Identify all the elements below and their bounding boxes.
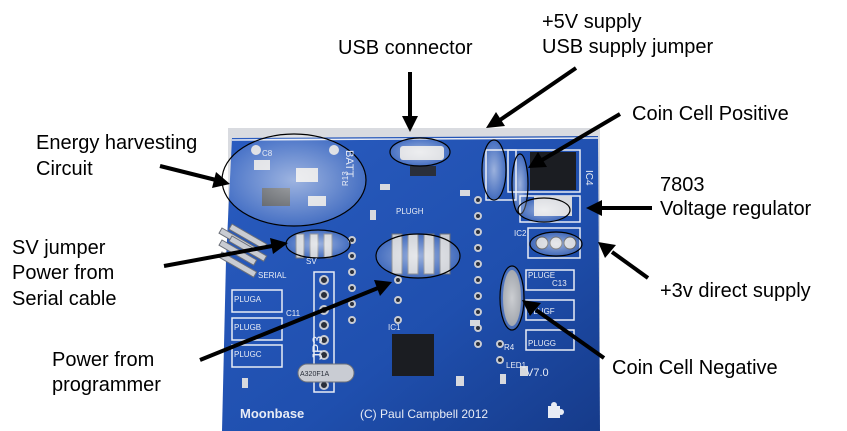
- sv-jumper-highlight: [285, 229, 351, 259]
- silk-crystal: A320F1A: [300, 371, 330, 378]
- highlight-ellipses: [221, 133, 583, 331]
- label-coin-negative: Coin Cell Negative: [612, 357, 778, 379]
- arrow-coin-negative: [522, 300, 606, 360]
- silkscreen-text: PLUGH SERIAL SV PLUGA PLUGB PLUGC PLUGE …: [234, 149, 594, 421]
- usb-jumper-highlight: [481, 139, 507, 201]
- crystal: [297, 363, 355, 383]
- label-coin-positive: Coin Cell Positive: [632, 103, 789, 125]
- silk-ic1: IC1: [388, 323, 401, 332]
- arrow-usb-connector: [402, 72, 418, 132]
- label-regulator-line1: 7803: [660, 174, 705, 196]
- regulator-highlight: [517, 197, 571, 223]
- silk-serial: SERIAL: [258, 271, 287, 280]
- arrow-sv-jumper: [163, 238, 288, 268]
- silk-plugb: PLUGB: [234, 323, 261, 332]
- silk-c8: C8: [262, 149, 273, 158]
- smd-parts: [242, 184, 528, 388]
- silk-ic4: IC4: [583, 170, 594, 186]
- label-energy-line1: Energy harvesting: [36, 132, 198, 154]
- label-supply-line2: USB supply jumper: [542, 36, 714, 58]
- arrow-programmer: [199, 280, 392, 362]
- silk-ic2: IC2: [514, 229, 527, 238]
- label-prog-line2: programmer: [52, 374, 161, 396]
- silk-jp3: JP3: [309, 336, 325, 360]
- annotation-arrows: [159, 66, 652, 362]
- silk-pluge: PLUGE: [528, 271, 555, 280]
- direct-supply-highlight: [529, 231, 583, 257]
- arrow-regulator: [586, 200, 652, 216]
- label-regulator-line2: Voltage regulator: [660, 198, 812, 220]
- silk-c13: C13: [552, 279, 567, 288]
- label-direct-supply: +3v direct supply: [660, 280, 811, 302]
- arrow-direct-supply: [598, 242, 650, 280]
- label-sv-line3: Serial cable: [12, 288, 117, 310]
- silk-plugc: PLUGC: [234, 350, 262, 359]
- silk-version: V7.0: [526, 367, 549, 379]
- silk-r13: R13: [341, 171, 350, 186]
- label-usb-connector: USB connector: [338, 37, 473, 59]
- coin-negative-highlight: [499, 265, 525, 331]
- puzzle-icon: [548, 402, 564, 418]
- silk-c11: C11: [286, 309, 301, 318]
- silk-sv: SV: [306, 257, 317, 266]
- microcontroller-ic1: [392, 334, 434, 376]
- label-sv-line1: SV jumper: [12, 237, 106, 259]
- silk-plugg: PLUGG: [528, 339, 556, 348]
- moonbase-logo: Moonbase: [240, 406, 304, 421]
- arrow-energy-harvest: [159, 164, 230, 188]
- arrow-usb-supply: [486, 66, 578, 128]
- usb-highlight: [389, 137, 451, 167]
- via-column-right: [394, 196, 504, 364]
- label-sv-line2: Power from: [12, 262, 115, 284]
- silk-r4: R4: [504, 343, 515, 352]
- silk-plugh: PLUGH: [396, 207, 424, 216]
- left-header-pins: [218, 223, 268, 278]
- label-supply-line1: +5V supply: [542, 11, 642, 33]
- arrow-coin-positive: [528, 112, 622, 168]
- silk-pluga: PLUGA: [234, 295, 262, 304]
- label-prog-line1: Power from: [52, 349, 155, 371]
- silk-batt: BATT: [343, 150, 355, 178]
- label-energy-line2: Circuit: [36, 158, 93, 180]
- silk-led1: LED1: [506, 361, 527, 370]
- silk-copyright: (C) Paul Campbell 2012: [360, 407, 488, 421]
- programmer-highlight: [375, 233, 461, 279]
